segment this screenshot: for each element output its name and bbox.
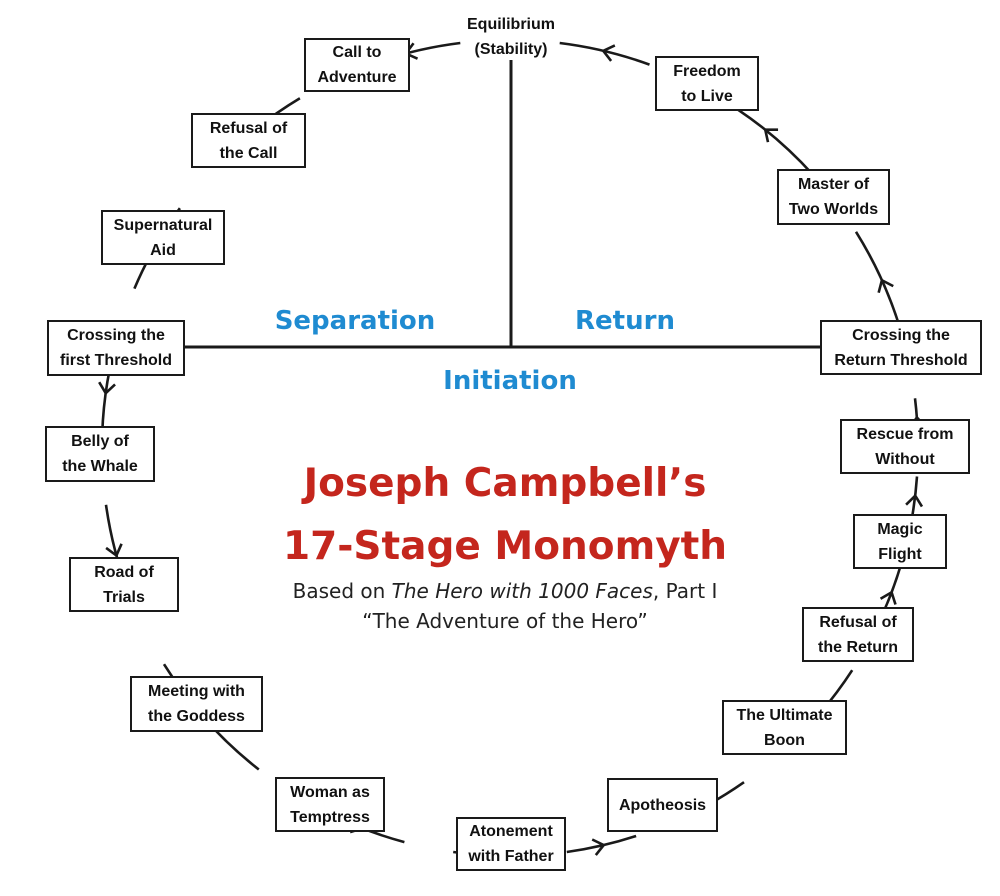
- stage-rescue-from-without: Rescue from Without: [840, 419, 970, 474]
- arrowhead-17: [601, 44, 616, 62]
- subtitle-line2: “The Adventure of the Hero”: [362, 609, 648, 633]
- stage-label: Supernatural Aid: [113, 216, 213, 259]
- arrowhead-5: [105, 543, 123, 558]
- phase-separation: Separation: [274, 306, 436, 336]
- stage-supernatural-aid: Supernatural Aid: [101, 210, 225, 265]
- stage-label: Atonement with Father: [468, 823, 554, 865]
- stage-freedom-to-live: Freedom to Live: [655, 56, 759, 111]
- stage-label: Woman as Temptress: [290, 783, 370, 826]
- stage-label: Road of Trials: [94, 563, 154, 606]
- stage-label: Freedom to Live: [673, 62, 741, 105]
- stage-label: Apotheosis: [618, 796, 707, 814]
- stage-apotheosis: Apotheosis: [607, 778, 718, 832]
- diagram-title-line1: Joseph Campbell’s: [303, 461, 707, 506]
- stage-label: Refusal of the Call: [209, 119, 288, 162]
- stage-label: Refusal of the Return: [818, 613, 898, 656]
- arrowhead-13: [905, 493, 924, 508]
- subtitle-suffix: , Part I: [652, 579, 718, 603]
- stage-label: Crossing the first Threshold: [59, 327, 172, 369]
- stage-label: Master of Two Worlds: [788, 176, 879, 218]
- stage-label: The Ultimate Boon: [736, 706, 833, 749]
- stage-label: Crossing the Return Threshold: [834, 326, 968, 369]
- stage-label: Rescue from Without: [856, 425, 954, 468]
- stage-meeting-with-the-goddess: Meeting with the Goddess: [130, 676, 263, 732]
- stage-woman-as-temptress: Woman as Temptress: [275, 777, 385, 832]
- stage-crossing-the-first-threshold: Crossing the first Threshold: [47, 320, 185, 376]
- stage-belly-of-the-whale: Belly of the Whale: [45, 426, 155, 482]
- stage-road-of-trials: Road of Trials: [69, 557, 179, 612]
- arrowhead-12: [879, 590, 897, 605]
- subtitle-book-title: The Hero with 1000 Faces: [391, 579, 653, 603]
- stage-label: Call to Adventure: [317, 44, 397, 86]
- phase-initiation: Initiation: [443, 366, 577, 396]
- arrowhead-4: [98, 381, 116, 396]
- stage-atonement-with-father: Atonement with Father: [456, 817, 566, 871]
- subtitle-prefix: Based on: [292, 579, 392, 603]
- stage-magic-flight: Magic Flight: [853, 514, 947, 569]
- arrowhead-9: [591, 838, 606, 856]
- stage-call-to-adventure: Call to Adventure: [304, 38, 410, 92]
- equilibrium-label: Equilibrium (Stability): [467, 16, 555, 58]
- phase-return: Return: [575, 306, 675, 336]
- arrowhead-15: [877, 278, 894, 293]
- stage-crossing-the-return-threshold: Crossing the Return Threshold: [820, 320, 982, 375]
- stage-label: Magic Flight: [877, 520, 923, 563]
- stage-master-of-two-worlds: Master of Two Worlds: [777, 169, 890, 225]
- stage-refusal-of-the-return: Refusal of the Return: [802, 607, 914, 662]
- stage-label: Meeting with the Goddess: [148, 683, 245, 725]
- stage-label: Belly of the Whale: [62, 433, 138, 475]
- stage-refusal-of-the-call: Refusal of the Call: [191, 113, 306, 168]
- arrowhead-16: [763, 128, 779, 143]
- stage-the-ultimate-boon: The Ultimate Boon: [722, 700, 847, 755]
- subtitle-line1: Based on The Hero with 1000 Faces, Part …: [230, 579, 780, 603]
- diagram-title-line2: 17-Stage Monomyth: [282, 524, 728, 569]
